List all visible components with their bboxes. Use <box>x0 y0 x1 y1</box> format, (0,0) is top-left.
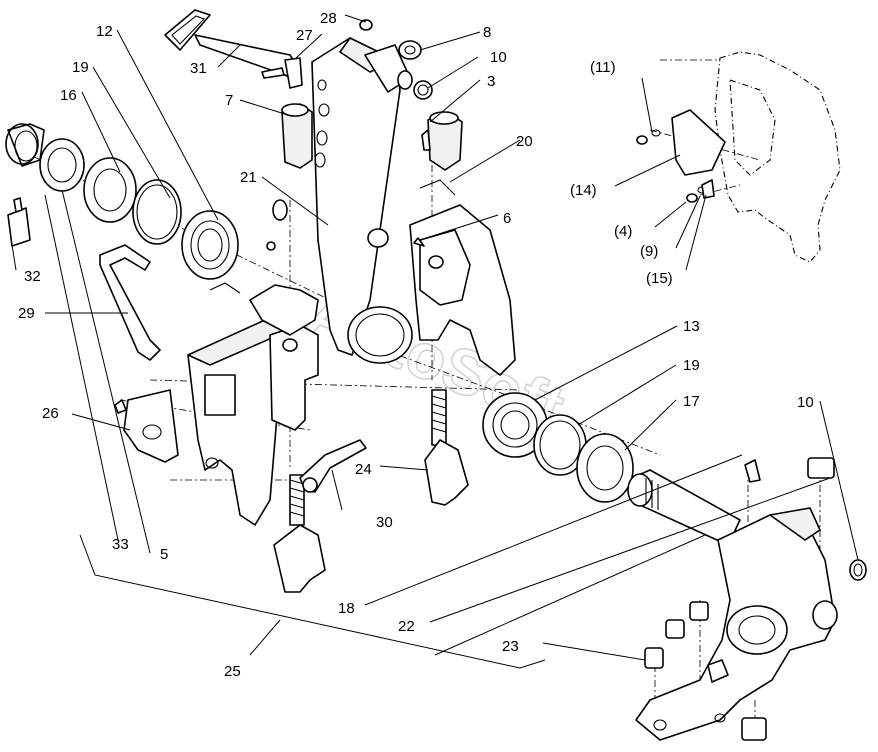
cover-plate-part-26 <box>123 389 179 463</box>
pin-part-7 <box>281 103 313 169</box>
washer-part-17 <box>576 433 634 503</box>
label-17: 17 <box>683 393 700 410</box>
label-20: 20 <box>516 133 533 150</box>
label-18: 18 <box>338 600 355 617</box>
label-8: 8 <box>483 24 491 41</box>
label-27: 27 <box>296 27 313 44</box>
bearing-part-13 <box>482 392 548 458</box>
label-3: 3 <box>487 73 495 90</box>
label-11: (11) <box>590 59 616 76</box>
hand-lever-part-31 <box>164 9 303 89</box>
label-22: 22 <box>398 618 415 635</box>
ring-part-19-right <box>533 414 587 476</box>
label-13: 13 <box>683 318 700 335</box>
label-30: 30 <box>376 514 393 531</box>
label-12: 12 <box>96 23 113 40</box>
ring-part-19-left <box>132 179 182 245</box>
frame-bracket <box>187 204 516 526</box>
bearing-part-12 <box>181 210 239 280</box>
label-26: 26 <box>42 405 59 422</box>
label-33: 33 <box>112 536 129 553</box>
label-6: 6 <box>503 210 511 227</box>
label-9: (9) <box>640 243 658 260</box>
label-7: 7 <box>225 92 233 109</box>
pin-part-30 <box>299 439 367 493</box>
label-24: 24 <box>355 461 372 478</box>
label-19-right: 19 <box>683 357 700 374</box>
lift-link-part-24 <box>424 389 469 506</box>
seal-part-33 <box>5 123 45 167</box>
pin-part-3 <box>427 111 463 171</box>
label-23: 23 <box>502 638 519 655</box>
housing-part-18 <box>635 459 838 741</box>
group-bracket-25 <box>79 534 546 669</box>
label-5: 5 <box>160 546 168 563</box>
label-28: 28 <box>320 10 337 27</box>
main-arm-part-21 <box>311 37 413 364</box>
washer-part-10-right <box>849 559 867 581</box>
label-10-top: 10 <box>490 49 507 66</box>
label-25: 25 <box>224 663 241 680</box>
shaft-part-22 <box>627 469 741 546</box>
lift-link-left <box>273 474 326 593</box>
label-29: 29 <box>18 305 35 322</box>
label-21: 21 <box>240 169 257 186</box>
label-4: (4) <box>614 223 632 240</box>
label-16: 16 <box>60 87 77 104</box>
label-10-right: 10 <box>797 394 814 411</box>
inset-frame-detail <box>636 51 841 263</box>
small-fasteners <box>114 19 456 414</box>
bushings-part-23 <box>644 457 835 741</box>
callout-labels: 28 8 10 3 27 31 12 19 16 7 21 20 6 32 29… <box>18 10 814 680</box>
oil-bottle-part-32 <box>7 197 31 247</box>
washer-part-16 <box>83 157 137 223</box>
label-15: (15) <box>646 270 673 287</box>
clip-part-29 <box>99 244 161 361</box>
label-32: 32 <box>24 268 41 285</box>
leader-lines <box>11 14 859 661</box>
label-31: 31 <box>190 60 207 77</box>
label-19-left: 19 <box>72 59 89 76</box>
nut-part-5 <box>39 138 85 192</box>
label-14: (14) <box>570 182 597 199</box>
